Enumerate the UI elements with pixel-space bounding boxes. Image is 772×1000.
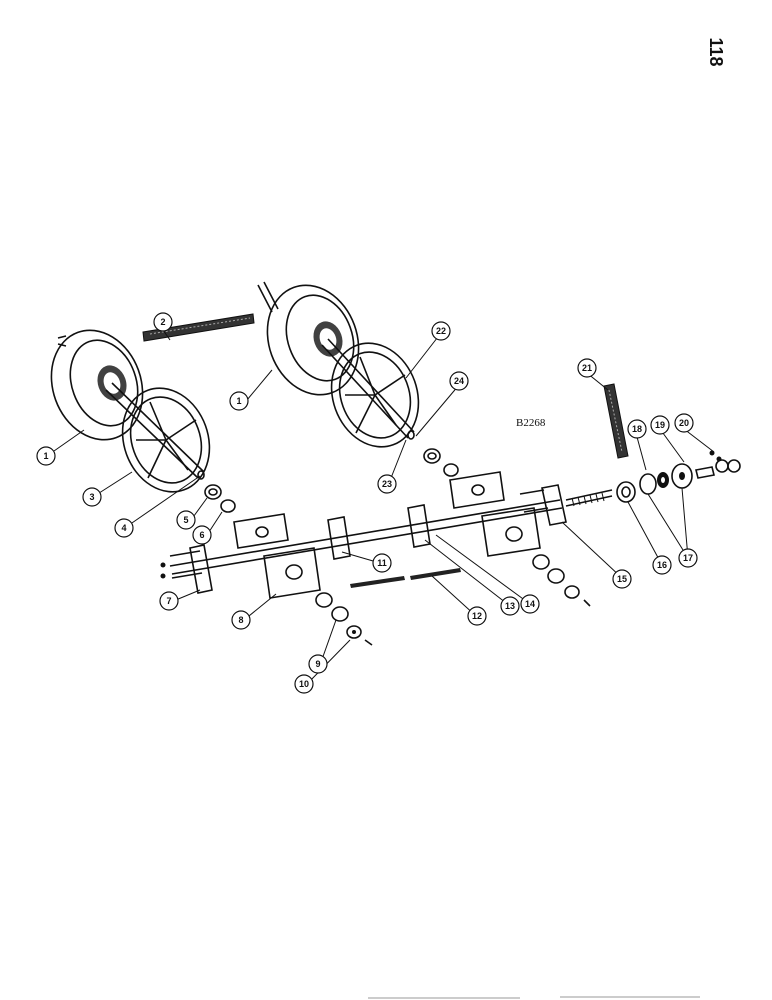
- svg-text:2: 2: [160, 317, 165, 327]
- svg-text:6: 6: [199, 530, 204, 540]
- callout-14: 14: [520, 594, 540, 614]
- svg-text:8: 8: [238, 615, 243, 625]
- callout-18: 18: [627, 419, 647, 439]
- svg-text:1: 1: [43, 451, 48, 461]
- callout-10: 10: [294, 674, 314, 694]
- svg-text:21: 21: [582, 363, 592, 373]
- callout-5: 5: [176, 510, 196, 530]
- figure-code: B2268: [516, 417, 546, 429]
- callout-8: 8: [231, 610, 251, 630]
- svg-text:15: 15: [617, 574, 627, 584]
- callout-19: 19: [650, 415, 670, 435]
- svg-text:19: 19: [655, 420, 665, 430]
- svg-text:3: 3: [89, 492, 94, 502]
- svg-text:1: 1: [236, 396, 241, 406]
- callout-4: 4: [114, 518, 134, 538]
- svg-text:20: 20: [679, 418, 689, 428]
- svg-text:16: 16: [657, 560, 667, 570]
- callout-7: 7: [159, 591, 179, 611]
- callout-16: 16: [652, 555, 672, 575]
- svg-text:5: 5: [183, 515, 188, 525]
- svg-text:22: 22: [436, 326, 446, 336]
- svg-text:23: 23: [382, 479, 392, 489]
- callout-23: 23: [377, 474, 397, 494]
- svg-text:24: 24: [454, 376, 464, 386]
- svg-text:11: 11: [377, 558, 387, 568]
- callout-20: 20: [674, 413, 694, 433]
- callouts: 1 1 2 3 4 5 6: [36, 312, 698, 694]
- callout-9: 9: [308, 654, 328, 674]
- callout-1: 1: [36, 446, 56, 466]
- callout-24: 24: [449, 371, 469, 391]
- callout-12: 12: [467, 606, 487, 626]
- right-wheel-assembly: [257, 281, 420, 448]
- svg-text:18: 18: [632, 424, 642, 434]
- bearing-housings: [233, 471, 541, 599]
- callout-22: 22: [431, 321, 451, 341]
- callout-6: 6: [192, 525, 212, 545]
- hub-parts: [616, 450, 741, 503]
- svg-text:9: 9: [315, 659, 320, 669]
- callout-15: 15: [612, 569, 632, 589]
- callout-21: 21: [577, 358, 597, 378]
- callout-13: 13: [500, 596, 520, 616]
- tread-strip: [142, 313, 255, 342]
- callout-1: 1: [229, 391, 249, 411]
- svg-text:7: 7: [166, 596, 171, 606]
- leader-lines: [53, 329, 715, 685]
- left-wheel-assembly: [50, 329, 211, 493]
- callout-2: 2: [153, 312, 173, 332]
- svg-text:10: 10: [299, 679, 309, 689]
- scan-artifacts: [368, 996, 700, 999]
- callout-17: 17: [678, 548, 698, 568]
- callout-11: 11: [372, 553, 392, 573]
- svg-text:4: 4: [121, 523, 126, 533]
- bushings-and-washers: [204, 448, 591, 646]
- svg-text:12: 12: [472, 611, 482, 621]
- axle-beam: [160, 484, 613, 594]
- vertical-tread-strip: [603, 383, 629, 459]
- svg-text:13: 13: [505, 601, 515, 611]
- pin-rods: [350, 568, 461, 588]
- svg-text:17: 17: [683, 553, 693, 563]
- callout-3: 3: [82, 487, 102, 507]
- svg-text:14: 14: [525, 599, 535, 609]
